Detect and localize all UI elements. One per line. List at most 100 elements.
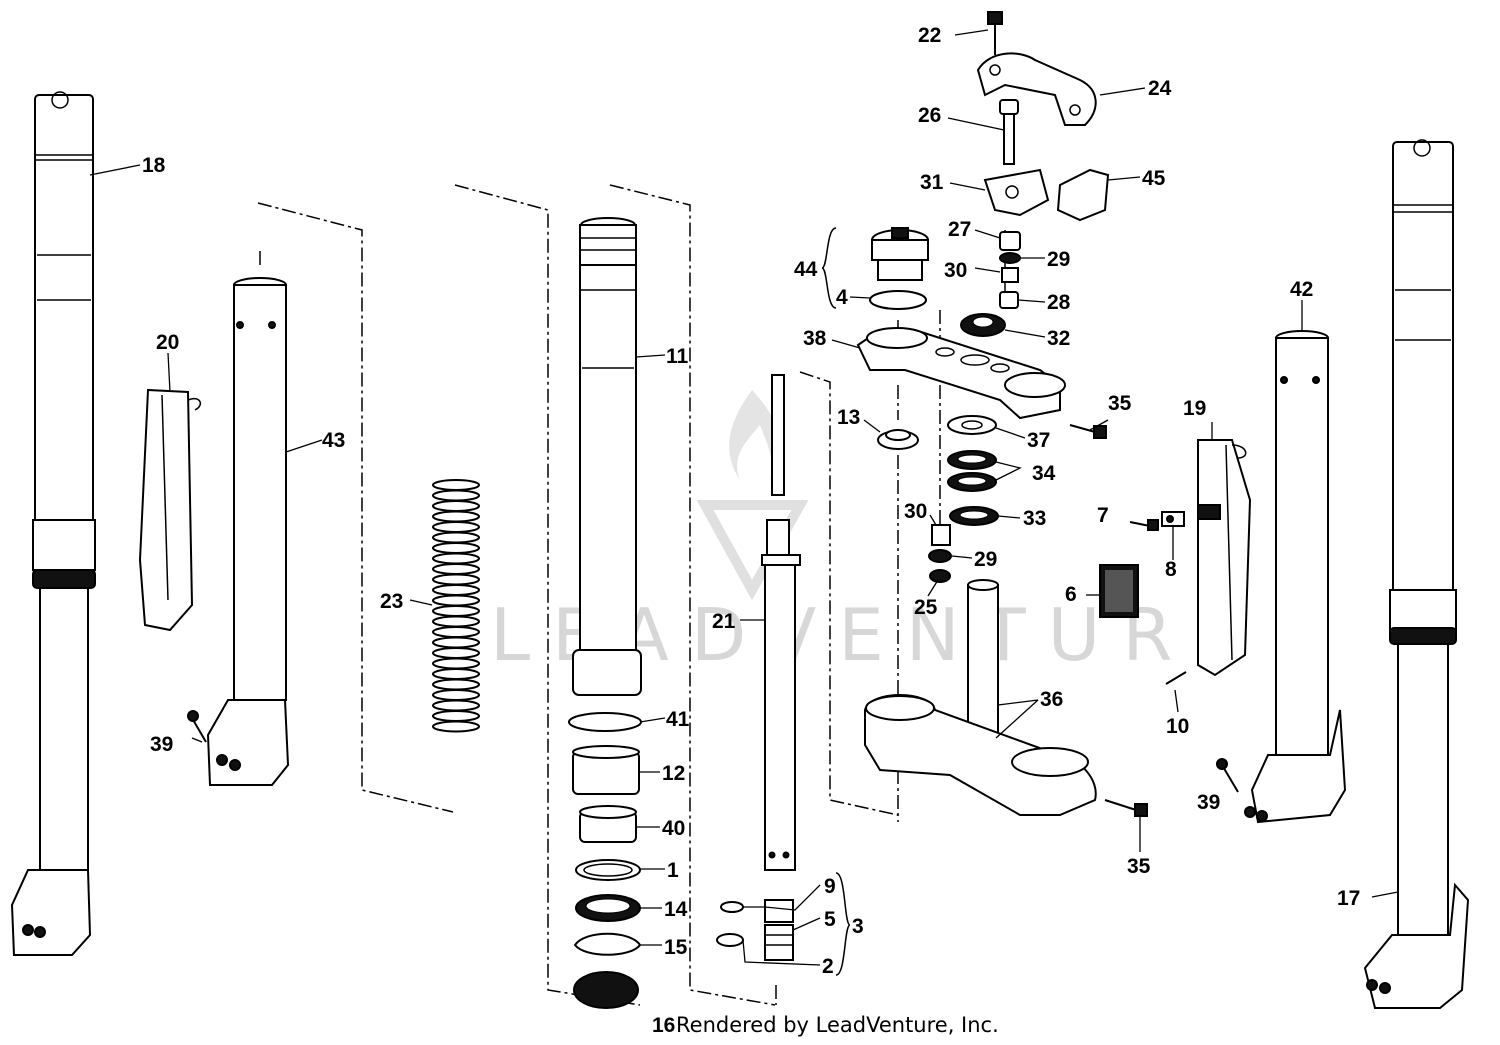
outer-tube-11[interactable] — [572, 217, 642, 696]
label-30-lower: 30 — [904, 500, 927, 523]
label-24: 24 — [1148, 77, 1172, 100]
label-39-right: 39 — [1197, 791, 1220, 814]
leader-lines — [89, 29, 1399, 966]
spring-coil — [432, 510, 480, 523]
washer-29-lower[interactable] — [928, 549, 952, 563]
spring-coil — [432, 542, 480, 554]
spring-23[interactable] — [432, 479, 480, 733]
bolt-39-right[interactable] — [1216, 758, 1239, 793]
reflector-6[interactable] — [1099, 564, 1139, 618]
washer-37[interactable] — [947, 415, 997, 435]
nut-27[interactable] — [999, 231, 1021, 251]
label-40: 40 — [662, 817, 685, 840]
label-12: 12 — [662, 762, 685, 785]
label-34: 34 — [1032, 462, 1056, 485]
washer-1[interactable] — [575, 859, 641, 881]
spring-coil — [432, 605, 480, 617]
spring-coil — [432, 647, 480, 659]
inner-tube-42[interactable] — [1244, 330, 1347, 824]
spring-coil — [432, 573, 480, 586]
oring-9[interactable] — [720, 901, 744, 913]
bushing-12[interactable] — [572, 745, 640, 795]
bolt-26[interactable] — [999, 99, 1019, 165]
damper-rod-21[interactable] — [761, 374, 801, 871]
washer-29-top[interactable] — [999, 252, 1021, 264]
dust-seal-16[interactable] — [573, 971, 639, 1009]
top-clamp-38[interactable] — [856, 327, 1066, 420]
label-14: 14 — [664, 898, 688, 921]
label-6: 6 — [1065, 583, 1077, 606]
label-42: 42 — [1290, 278, 1313, 301]
clip-8[interactable] — [1161, 511, 1185, 527]
inner-tube-43[interactable] — [206, 277, 290, 786]
clamp-31[interactable] — [983, 168, 1050, 217]
footer-credit: Rendered by LeadVenture, Inc. — [676, 1013, 999, 1037]
label-25: 25 — [914, 596, 938, 619]
spring-coil — [432, 500, 480, 512]
label-22: 22 — [918, 24, 941, 47]
bolt-35-upper[interactable] — [1069, 424, 1107, 439]
label-15: 15 — [664, 936, 688, 959]
fork-leg-18[interactable] — [10, 91, 96, 956]
spring-coil — [432, 668, 480, 680]
label-10: 10 — [1166, 715, 1189, 738]
bushing-40[interactable] — [579, 805, 637, 843]
label-44: 44 — [794, 258, 818, 281]
label-37: 37 — [1027, 429, 1050, 452]
fork-leg-17[interactable] — [1363, 139, 1470, 1009]
label-36: 36 — [1040, 688, 1063, 711]
spring-30-top[interactable] — [1001, 267, 1019, 283]
oring-4[interactable] — [869, 290, 927, 310]
label-23: 23 — [380, 590, 403, 613]
label-21: 21 — [712, 610, 736, 633]
label-3: 3 — [852, 915, 864, 938]
spring-coil — [432, 552, 480, 565]
spring-coil — [432, 678, 480, 691]
nut-32[interactable] — [960, 313, 1006, 337]
label-18: 18 — [142, 154, 166, 177]
spring-coil — [432, 699, 480, 712]
label-28: 28 — [1047, 291, 1071, 314]
clip-15[interactable] — [573, 932, 642, 956]
spring-coil — [432, 489, 480, 502]
spring-coil — [432, 563, 480, 575]
lower-clamp-36[interactable] — [864, 579, 1097, 816]
spring-coil — [432, 657, 480, 670]
label-8: 8 — [1165, 558, 1177, 581]
label-43: 43 — [322, 429, 345, 452]
fork-guard-20[interactable] — [138, 388, 202, 632]
nut-28[interactable] — [999, 291, 1019, 309]
bolt-7[interactable] — [1129, 519, 1159, 531]
ring-41[interactable] — [568, 712, 642, 732]
valve-5[interactable] — [764, 899, 794, 961]
fork-guard-19[interactable] — [1197, 439, 1252, 677]
bolt-39-left[interactable] — [187, 710, 207, 743]
label-27: 27 — [948, 218, 971, 241]
fork-cap-44[interactable] — [871, 227, 929, 281]
bolt-22[interactable] — [987, 11, 1003, 55]
seal-14[interactable] — [575, 894, 641, 922]
spring-30-lower[interactable] — [931, 524, 951, 546]
spring-coil — [432, 479, 480, 491]
clamp-45[interactable] — [1056, 168, 1110, 222]
seal-33[interactable] — [949, 506, 999, 526]
label-2: 2 — [822, 955, 834, 978]
spring-coil — [432, 636, 480, 649]
oring-2[interactable] — [716, 933, 744, 947]
label-35-upper: 35 — [1108, 392, 1132, 415]
label-9: 9 — [824, 875, 836, 898]
spring-coil — [432, 521, 480, 533]
label-20: 20 — [156, 331, 179, 354]
bearing-34[interactable] — [947, 450, 997, 492]
spring-coil — [432, 615, 480, 628]
bolt-35-lower[interactable] — [1104, 799, 1148, 817]
bolt-10[interactable] — [1165, 671, 1187, 685]
spring-coil — [432, 720, 480, 733]
cap-13[interactable] — [877, 429, 919, 450]
label-13: 13 — [837, 406, 860, 429]
label-1: 1 — [667, 859, 679, 882]
clamp-24[interactable] — [976, 52, 1097, 126]
spring-coil — [432, 626, 480, 638]
nut-25[interactable] — [929, 569, 951, 583]
